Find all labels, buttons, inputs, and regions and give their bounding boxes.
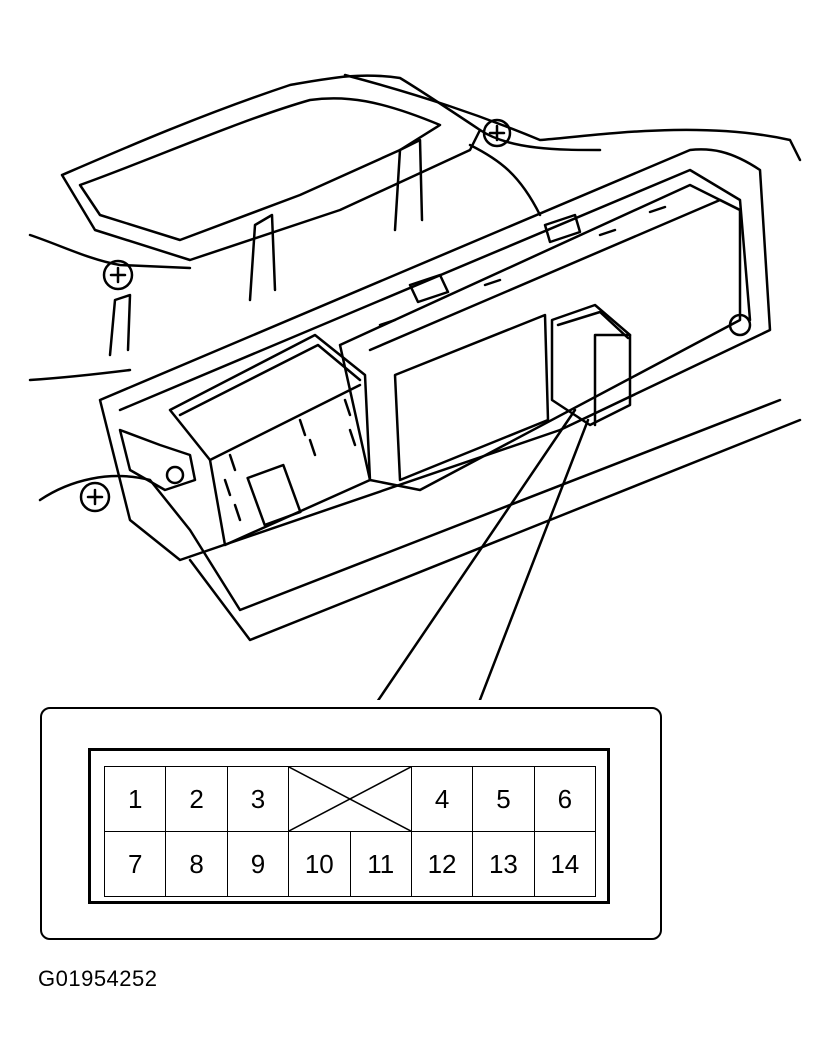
pin-14: 14 xyxy=(533,831,597,897)
pin-10: 10 xyxy=(288,831,351,897)
pin-4: 4 xyxy=(410,766,474,832)
screw-bottom xyxy=(79,481,111,513)
front-connector xyxy=(246,463,302,527)
pin-5: 5 xyxy=(472,766,535,832)
connector-outline xyxy=(88,748,610,904)
cross-mark-icon xyxy=(289,767,411,831)
screw-left xyxy=(102,259,134,291)
figure-id: G01954252 xyxy=(38,966,158,991)
leader-line-right xyxy=(478,418,590,700)
pin-11: 11 xyxy=(349,831,412,897)
bracket-rail xyxy=(98,148,772,562)
connector-inset xyxy=(40,707,662,940)
pin-1: 1 xyxy=(103,766,167,832)
front-module xyxy=(168,333,372,547)
support-post-left xyxy=(248,213,277,302)
pin-row-top: 1 2 3 4 5 6 xyxy=(103,766,597,832)
pin-8: 8 xyxy=(165,831,228,897)
pin-13: 13 xyxy=(472,831,535,897)
leader-line-left xyxy=(376,408,577,700)
pin-layout-table: 1 2 3 4 5 6 7 8 9 10 11 12 13 14 xyxy=(103,766,597,897)
connector-block xyxy=(550,303,632,427)
blank-pin-cell xyxy=(288,766,412,832)
pin-12: 12 xyxy=(410,831,474,897)
pin-9: 9 xyxy=(226,831,290,897)
module-illustration xyxy=(28,73,802,700)
pin-row-bottom: 7 8 9 10 11 12 13 14 xyxy=(103,831,597,897)
pin-3: 3 xyxy=(226,766,290,832)
upper-tray xyxy=(60,74,482,262)
upper-tray-inner xyxy=(78,97,442,242)
pin-7: 7 xyxy=(103,831,167,897)
pin-6: 6 xyxy=(533,766,597,832)
support-post-mid xyxy=(393,138,424,232)
pin-2: 2 xyxy=(165,766,228,832)
